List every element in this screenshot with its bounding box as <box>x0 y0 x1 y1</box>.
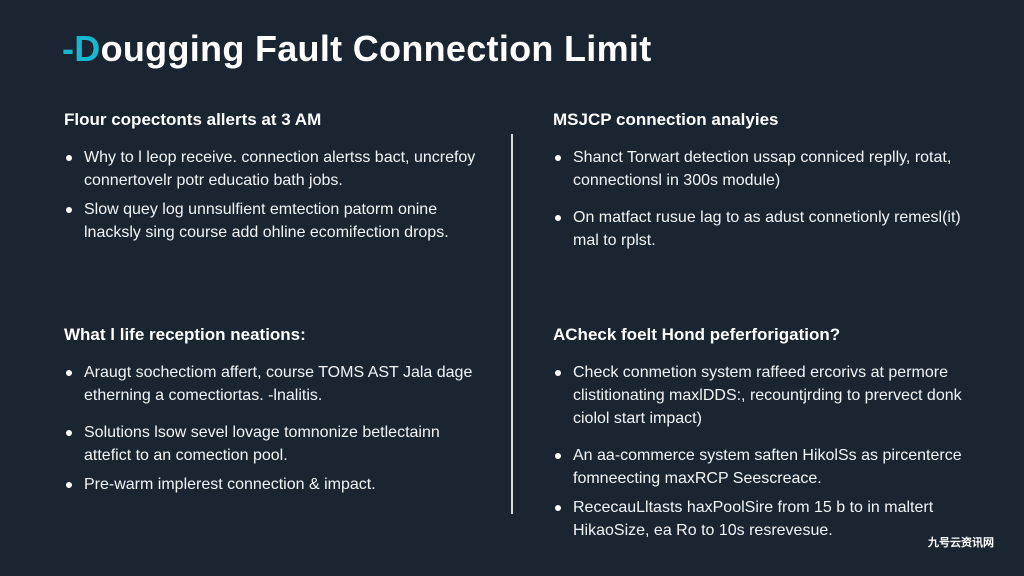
section-check-configuration: ACheck foelt Hond peferforigation? Check… <box>553 325 973 548</box>
column-divider <box>511 134 513 514</box>
watermark: 九号云资讯网 <box>928 537 994 549</box>
list-item: Why to l leop receive. connection alerts… <box>64 146 484 192</box>
list-item-text: Pre-warm implerest connection & impact. <box>84 476 376 493</box>
title-accent: -D <box>62 28 101 69</box>
section-connection-analysis: MSJCP connection analyies Shanct Torwart… <box>553 110 973 258</box>
bullet-icon <box>66 155 72 161</box>
list-item-text: RececauLltasts haxPoolSire from 15 b to … <box>573 499 934 539</box>
bullet-icon <box>66 482 72 488</box>
bullet-icon <box>555 453 561 459</box>
bullet-list: Why to l leop receive. connection alerts… <box>64 146 484 244</box>
list-item: RececauLltasts haxPoolSire from 15 b to … <box>553 496 973 542</box>
section-heading: MSJCP connection analyies <box>553 110 779 129</box>
list-item-text: Araugt sochectiom affert, course TOMS AS… <box>84 364 473 404</box>
bullet-icon <box>555 370 561 376</box>
bullet-icon <box>555 215 561 221</box>
section-reception: What l life reception neations: Araugt s… <box>64 325 484 502</box>
page-title: -Dougging Fault Connection Limit <box>62 28 652 70</box>
bullet-list: Araugt sochectiom affert, course TOMS AS… <box>64 361 484 496</box>
list-item-text: Check conmetion system raffeed ercorivs … <box>573 364 962 427</box>
bullet-icon <box>555 155 561 161</box>
list-item: Solutions lsow sevel lovage tomnonize be… <box>64 421 484 467</box>
title-text: ougging Fault Connection Limit <box>100 28 652 69</box>
bullet-icon <box>555 505 561 511</box>
section-heading: What l life reception neations: <box>64 325 306 344</box>
list-item-text: Why to l leop receive. connection alerts… <box>84 149 476 189</box>
list-item: Slow quey log unnsulfient emtection pato… <box>64 198 484 244</box>
bullet-icon <box>66 430 72 436</box>
list-item-text: Solutions lsow sevel lovage tomnonize be… <box>84 424 440 464</box>
list-item: Araugt sochectiom affert, course TOMS AS… <box>64 361 484 407</box>
list-item-text: Shanct Torwart detection ussap conniced … <box>573 149 952 189</box>
section-heading: Flour copectonts allerts at 3 AM <box>64 110 322 129</box>
list-item-text: Slow quey log unnsulfient emtection pato… <box>84 201 449 241</box>
bullet-icon <box>66 207 72 213</box>
bullet-list: Check conmetion system raffeed ercorivs … <box>553 361 973 542</box>
section-heading: ACheck foelt Hond peferforigation? <box>553 325 841 344</box>
list-item: Shanct Torwart detection ussap conniced … <box>553 146 973 192</box>
list-item-text: An aa-commerce system saften HikolSs as … <box>573 447 962 487</box>
list-item: Pre-warm implerest connection & impact. <box>64 473 484 496</box>
list-item: On matfact rusue lag to as adust conneti… <box>553 206 973 252</box>
section-connection-alerts: Flour copectonts allerts at 3 AM Why to … <box>64 110 484 250</box>
bullet-icon <box>66 370 72 376</box>
list-item-text: On matfact rusue lag to as adust conneti… <box>573 209 961 249</box>
list-item: Check conmetion system raffeed ercorivs … <box>553 361 973 430</box>
list-item: An aa-commerce system saften HikolSs as … <box>553 444 973 490</box>
bullet-list: Shanct Torwart detection ussap conniced … <box>553 146 973 252</box>
